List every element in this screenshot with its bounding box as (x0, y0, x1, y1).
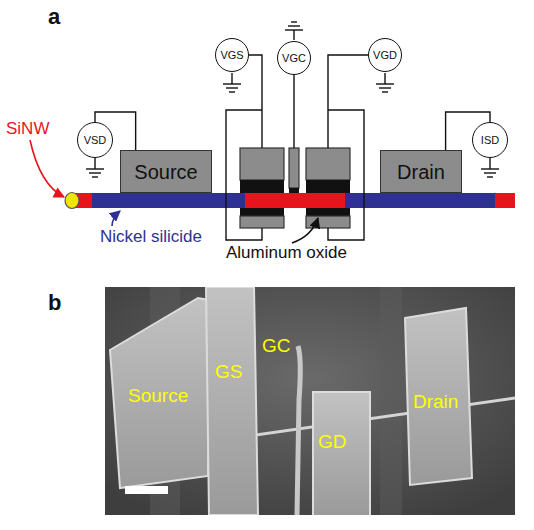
silicide-segment (345, 193, 495, 208)
source-electrode (110, 298, 210, 488)
gate-stack (240, 148, 284, 228)
leader-arrow (112, 211, 120, 226)
contact-name: Source (134, 162, 197, 182)
source-contact: Source (120, 150, 212, 193)
silicon-segment (495, 193, 515, 208)
gate-oxide (306, 180, 350, 193)
part-label: Aluminum oxide (226, 244, 347, 261)
voltage-source: VGC (277, 41, 311, 75)
gate-metal (240, 148, 284, 180)
drain-contact: Drain (380, 150, 462, 193)
voltage-source: VGD (368, 38, 402, 72)
gate-oxide (289, 188, 299, 193)
electrode-label: Drain (413, 392, 458, 411)
ground-symbol (285, 22, 303, 40)
gate-oxide (240, 180, 284, 193)
voltage-source: VGS (215, 38, 249, 72)
wire (293, 75, 294, 148)
leader-arrow (30, 140, 64, 197)
panel-letter: a (48, 6, 60, 28)
electrode-label: GD (318, 432, 347, 451)
signal-name: VGD (373, 50, 397, 61)
gate-metal (289, 148, 299, 188)
gate-electrode (313, 392, 370, 515)
voltage-source: VSD (77, 122, 113, 158)
nanowire (65, 193, 515, 209)
ground-symbol (86, 158, 104, 177)
current-meter: ISD (472, 122, 508, 158)
gate-oxide (240, 208, 284, 216)
substrate (105, 287, 515, 515)
panel-letter: b (48, 292, 61, 314)
signal-name: VGS (220, 50, 243, 61)
sem-image (105, 287, 515, 515)
gate-metal (306, 148, 350, 180)
leader-arrow (292, 218, 318, 243)
electrode-label: Source (128, 386, 188, 405)
catalyst-tip (65, 193, 79, 209)
electrode-label: GC (262, 336, 291, 355)
gate-oxide (306, 208, 350, 216)
wire (226, 110, 262, 240)
ground-symbol (481, 158, 499, 177)
gate-metal (240, 216, 284, 228)
part-label: SiNW (6, 120, 49, 137)
gate-metal (306, 216, 350, 228)
contact-name: Drain (397, 162, 445, 182)
part-label: Nickel silicide (100, 228, 202, 245)
ground-symbol (223, 73, 241, 92)
electrode-label: GS (215, 362, 242, 381)
wire (328, 55, 368, 148)
gate-stack (306, 148, 350, 228)
scale-bar (125, 486, 168, 494)
signal-name: ISD (481, 135, 499, 146)
silicide-segment (92, 193, 245, 208)
ground-symbol (376, 73, 394, 92)
drain-electrode (405, 308, 472, 485)
wire (249, 55, 262, 148)
signal-name: VGC (282, 53, 306, 64)
wire (226, 55, 368, 240)
signal-name: VSD (84, 135, 107, 146)
gate-stack (289, 148, 299, 193)
silicon-segment (245, 193, 345, 208)
wire (328, 110, 364, 240)
substrate-band (380, 287, 402, 515)
gate-electrode (206, 287, 258, 515)
gate-electrode (297, 346, 300, 515)
